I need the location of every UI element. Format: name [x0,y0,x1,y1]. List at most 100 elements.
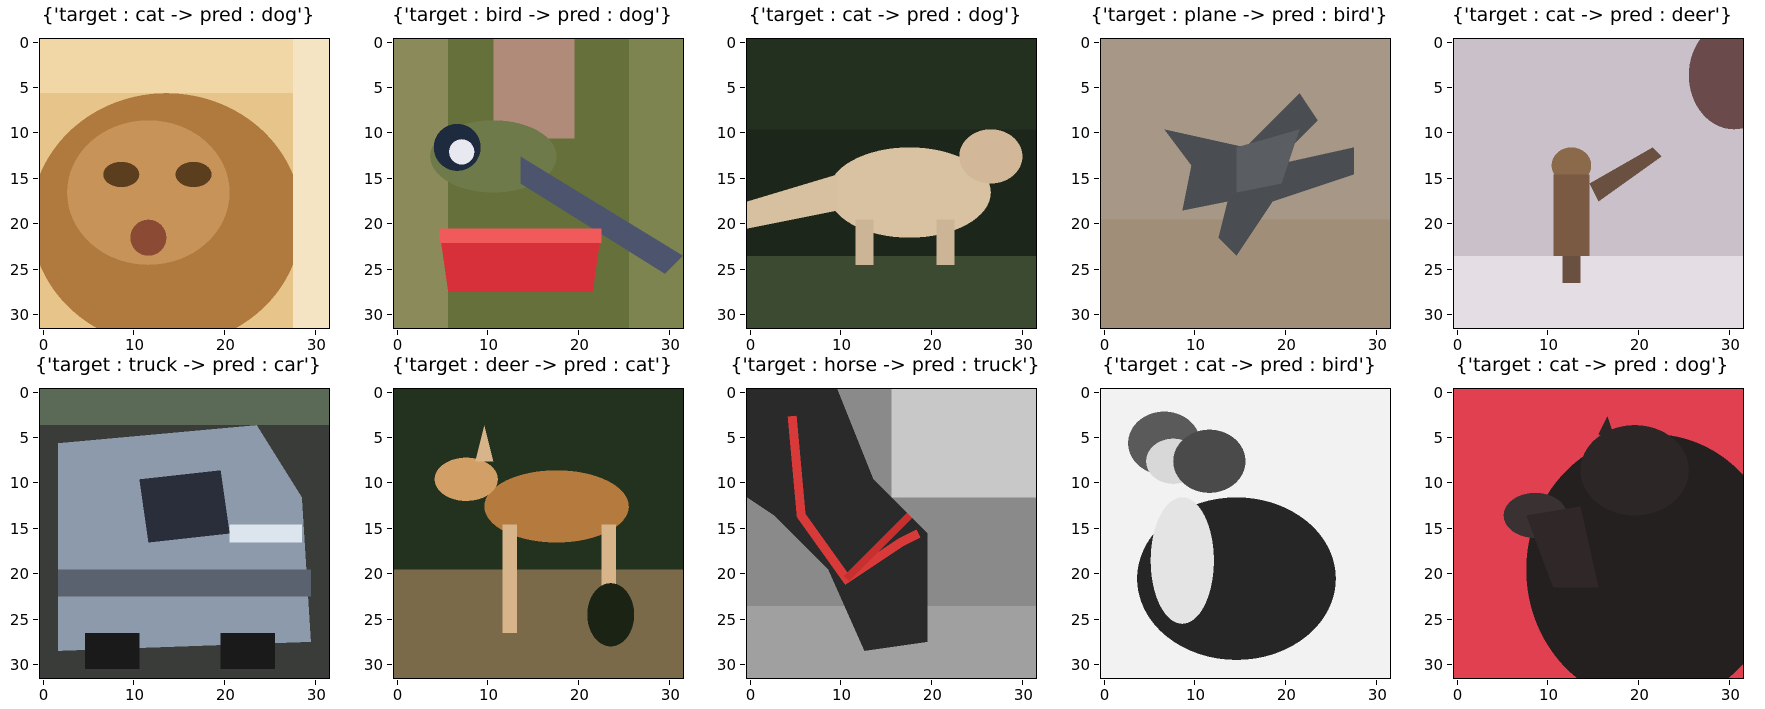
sample-image [1453,388,1744,679]
y-tick-label: 25 [712,612,745,628]
y-tick-label: 10 [1419,125,1452,141]
x-tick-label: 30 [301,680,331,703]
x-tick-label: 0 [383,330,413,353]
y-tick-label: 15 [712,521,745,537]
y-tick-label: 15 [712,171,745,187]
x-tick-label: 30 [1715,680,1745,703]
x-tick-label: 10 [1533,330,1563,353]
y-tick-label: 15 [1066,171,1099,187]
y-tick-label: 5 [359,80,392,96]
y-tick-label: 0 [712,385,745,401]
y-tick-label: 20 [5,216,38,232]
y-tick-label: 30 [1419,307,1452,323]
y-tick-label: 20 [1066,216,1099,232]
y-tick-label: 0 [1419,35,1452,51]
y-tick-label: 25 [359,262,392,278]
y-tick-label: 25 [359,612,392,628]
x-tick-label: 30 [1008,330,1038,353]
x-tick-label: 0 [1443,680,1473,703]
y-tick-label: 20 [5,566,38,582]
y-tick-label: 15 [359,521,392,537]
sample-image [393,388,684,679]
x-tick-label: 10 [473,330,503,353]
x-tick-label: 0 [736,680,766,703]
y-tick-label: 5 [1066,80,1099,96]
y-tick-label: 25 [5,612,38,628]
image-panel: {'target : cat -> pred : dog'} 0 5 10 15 20 2… [1414,354,1765,703]
y-tick-label: 15 [1419,521,1452,537]
y-tick-label: 30 [1419,657,1452,673]
x-tick-label: 20 [210,330,240,353]
y-tick-label: 0 [1419,385,1452,401]
sample-image [393,38,684,329]
x-tick-label: 30 [1008,680,1038,703]
y-tick-label: 5 [5,80,38,96]
y-tick-label: 10 [359,475,392,491]
y-tick-label: 10 [1419,475,1452,491]
y-tick-label: 0 [5,385,38,401]
x-tick-label: 20 [564,330,594,353]
y-tick-label: 30 [359,307,392,323]
sample-image [746,38,1037,329]
y-tick-label: 30 [5,307,38,323]
y-tick-label: 25 [1419,262,1452,278]
sample-image [39,38,330,329]
y-tick-label: 10 [5,475,38,491]
sample-image [1100,388,1391,679]
y-tick-label: 0 [5,35,38,51]
y-tick-label: 0 [712,35,745,51]
sample-image [1100,38,1391,329]
x-tick-label: 30 [1715,330,1745,353]
y-tick-label: 25 [1419,612,1452,628]
y-tick-label: 25 [712,262,745,278]
x-tick-label: 30 [1362,680,1392,703]
y-tick-label: 20 [712,216,745,232]
y-tick-label: 30 [1066,307,1099,323]
y-tick-label: 15 [5,171,38,187]
y-tick-label: 25 [1066,262,1099,278]
x-tick-label: 20 [1624,680,1654,703]
y-tick-label: 10 [712,475,745,491]
y-tick-label: 30 [712,307,745,323]
x-tick-label: 10 [119,680,149,703]
y-tick-label: 0 [359,35,392,51]
y-tick-label: 5 [1419,430,1452,446]
y-tick-label: 15 [1066,521,1099,537]
x-tick-label: 10 [826,330,856,353]
x-tick-label: 30 [655,330,685,353]
panel-title: {'target : cat -> pred : dog'} [748,4,1022,26]
y-tick-label: 0 [359,385,392,401]
sample-image [1453,38,1744,329]
panel-title: {'target : cat -> pred : bird'} [1102,354,1376,376]
y-tick-label: 20 [1419,216,1452,232]
y-tick-label: 5 [1419,80,1452,96]
x-tick-label: 10 [119,330,149,353]
y-tick-label: 20 [1419,566,1452,582]
panel-title: {'target : plane -> pred : bird'} [1090,4,1388,26]
panel-title: {'target : cat -> pred : dog'} [1455,354,1729,376]
y-tick-label: 10 [5,125,38,141]
x-tick-label: 30 [1362,330,1392,353]
y-tick-label: 30 [1066,657,1099,673]
x-tick-label: 10 [473,680,503,703]
y-tick-label: 5 [1066,430,1099,446]
y-tick-label: 15 [1419,171,1452,187]
panel-title: {'target : bird -> pred : dog'} [391,4,673,26]
x-tick-label: 0 [29,680,59,703]
x-tick-label: 0 [1443,330,1473,353]
x-tick-label: 20 [917,330,947,353]
x-tick-label: 20 [1624,330,1654,353]
y-tick-label: 10 [359,125,392,141]
y-tick-label: 5 [359,430,392,446]
x-tick-label: 0 [29,330,59,353]
sample-image [39,388,330,679]
y-tick-label: 30 [5,657,38,673]
